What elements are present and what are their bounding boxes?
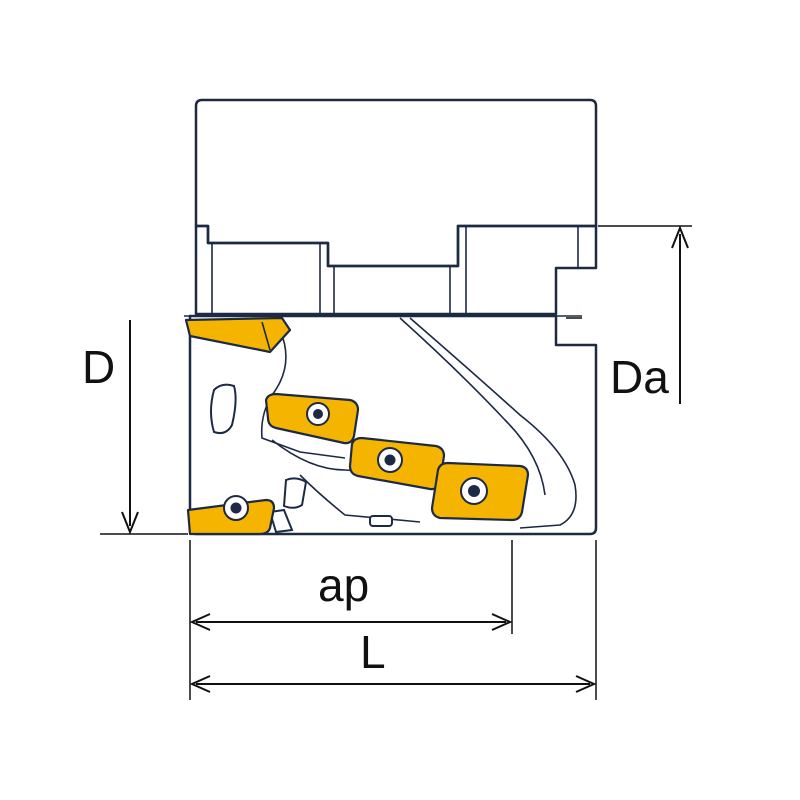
dimension-Da: Da <box>610 225 689 404</box>
shank-collar <box>194 224 598 316</box>
insert-row-2 <box>348 436 446 491</box>
dimension-D: D <box>82 320 139 535</box>
dimension-L-label: L <box>360 626 386 678</box>
dimension-L: L <box>189 626 597 693</box>
extension-lines <box>100 225 692 700</box>
adapter-section <box>194 98 598 268</box>
insert-row-3 <box>430 461 530 522</box>
cutter-body <box>184 314 598 536</box>
dimension-ap: ap <box>189 559 513 631</box>
dimension-D-label: D <box>82 341 115 393</box>
insert-top-left <box>184 316 292 354</box>
dimension-Da-label: Da <box>610 351 669 403</box>
dimension-ap-label: ap <box>318 559 369 611</box>
insert-bottom-left <box>186 495 276 536</box>
insert-row-1 <box>264 392 360 445</box>
